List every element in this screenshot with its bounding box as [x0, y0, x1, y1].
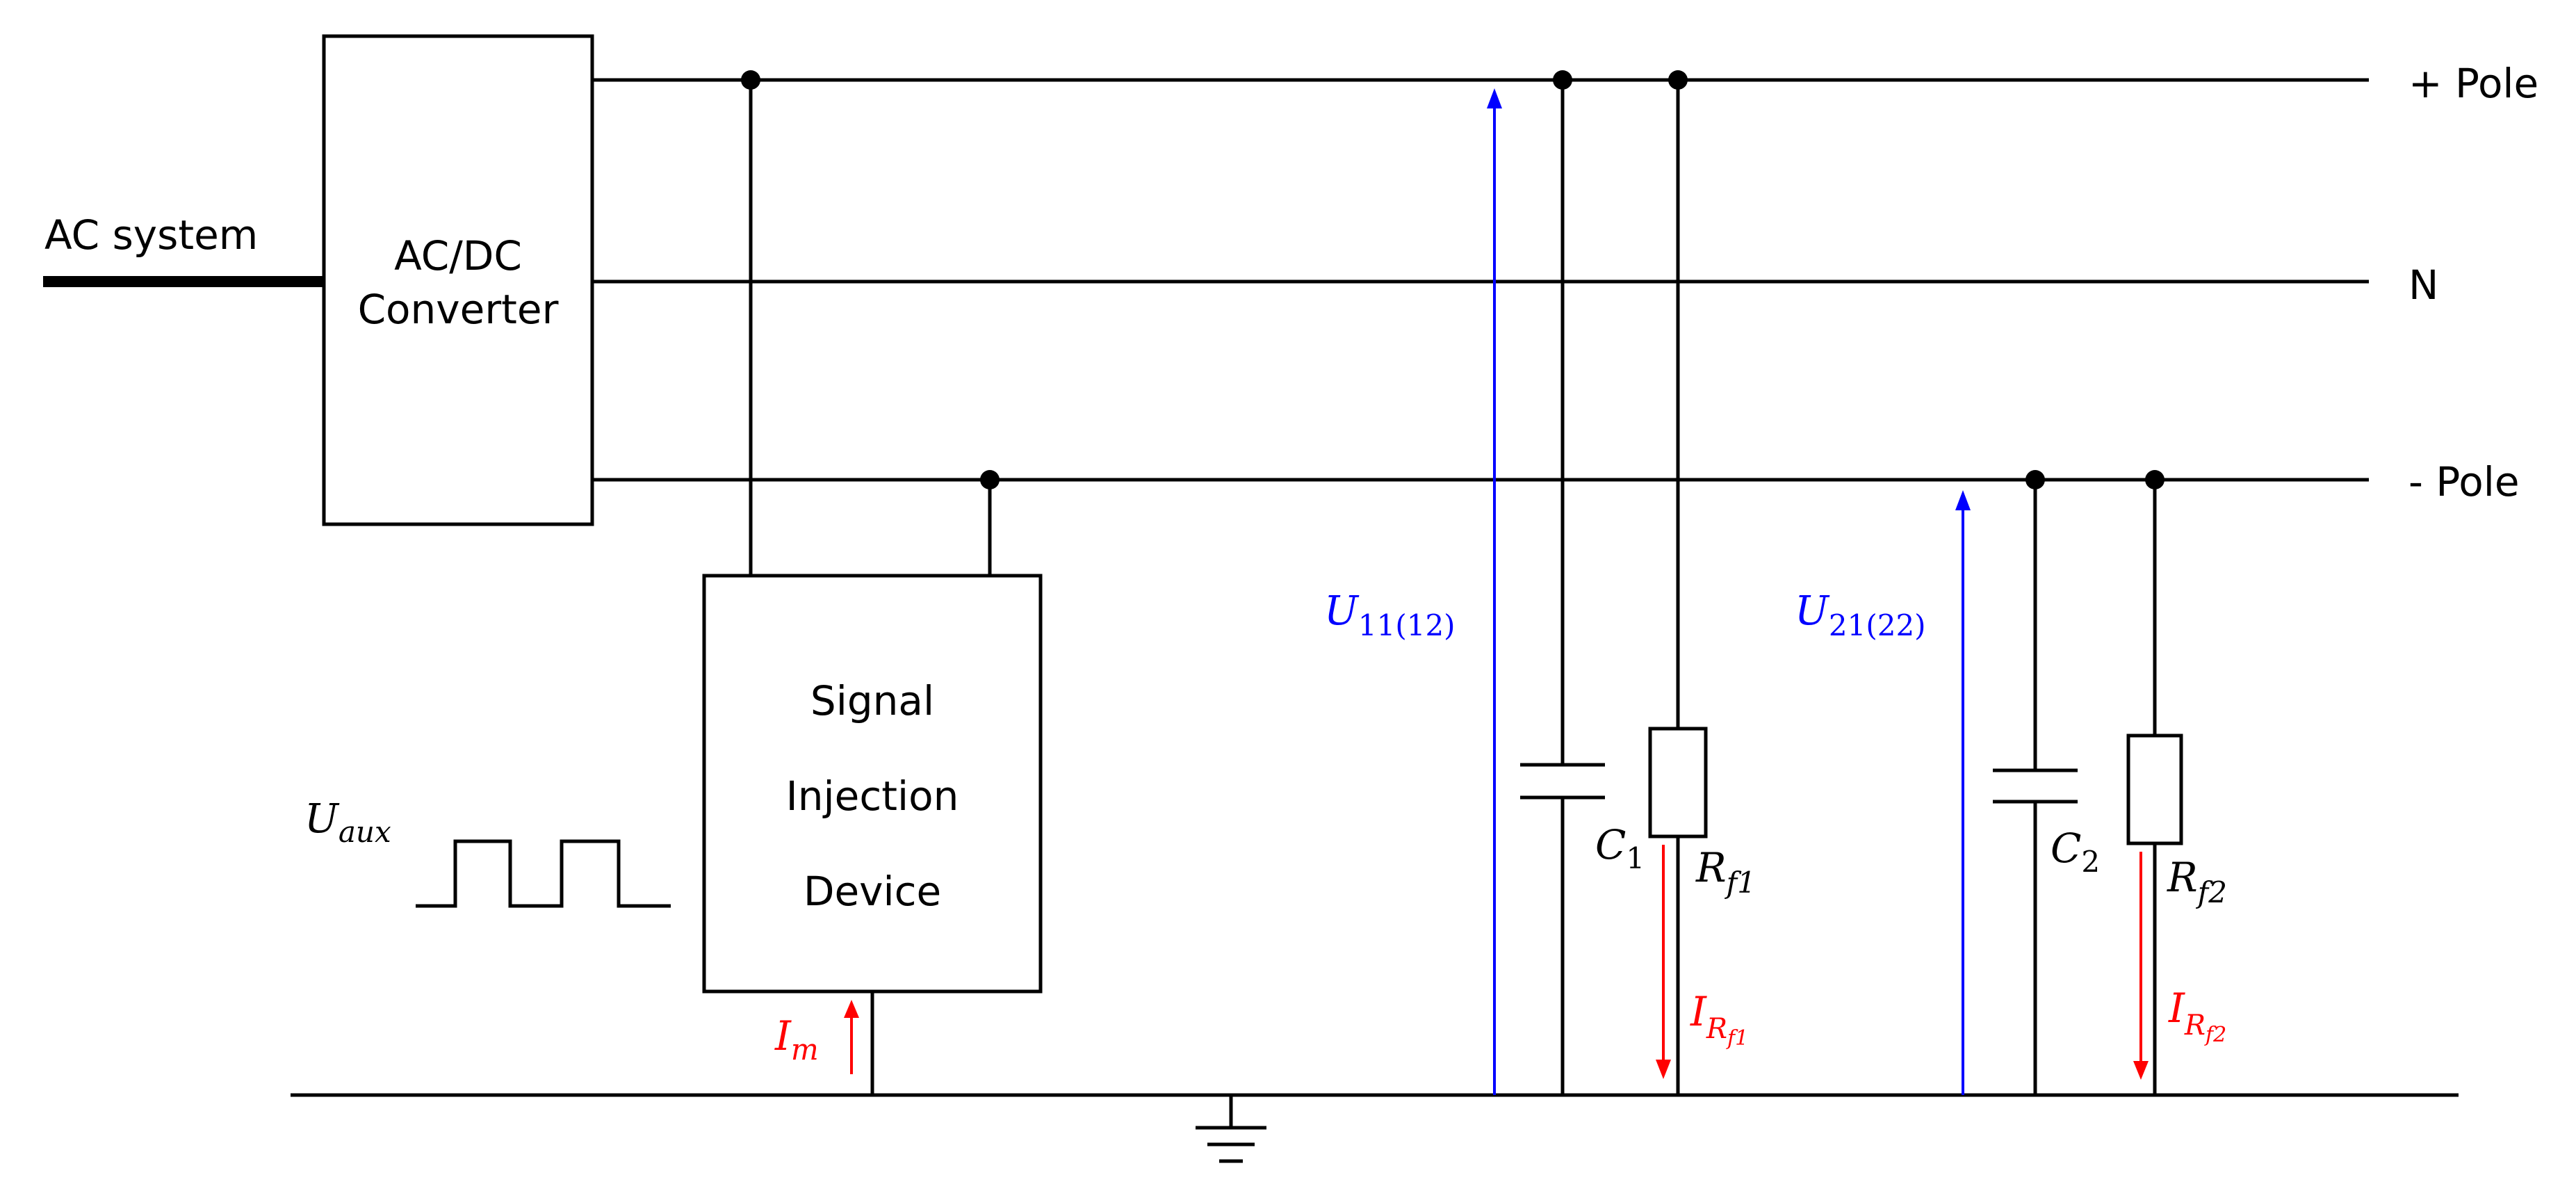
sid-label-line2: Injection — [786, 772, 959, 820]
u11-label: U11(12) — [1324, 587, 1456, 642]
arrowhead — [844, 1000, 859, 1018]
signal-injection-device-box — [702, 574, 1043, 994]
ac-system-label: AC system — [44, 211, 258, 259]
sid-label-line1: Signal — [810, 677, 934, 724]
ac-dc-converter-box — [322, 34, 594, 526]
im-label: Im — [774, 1012, 819, 1067]
minus-pole-label: - Pole — [2408, 458, 2520, 505]
junction-dot — [2025, 470, 2045, 489]
uaux-square-wave — [416, 839, 671, 908]
u21-label: U21(22) — [1795, 587, 1926, 642]
converter-label-line1: AC/DC — [394, 232, 522, 279]
arrowhead — [2133, 1061, 2149, 1080]
converter-label-line2: Converter — [358, 286, 559, 333]
junction-dot — [2145, 470, 2165, 489]
arrowhead — [1656, 1060, 1671, 1079]
arrowhead — [1955, 490, 1971, 510]
junction-dot — [1668, 70, 1688, 90]
rf2-label: Rf2 — [2167, 854, 2227, 909]
junction-dot — [741, 70, 760, 90]
rf2-resistor — [2126, 734, 2183, 845]
c2-label: C2 — [2051, 825, 2100, 879]
c1-label: C1 — [1595, 821, 1645, 875]
junction-dot — [1553, 70, 1572, 90]
irf1-label: IRf1 — [1690, 988, 1748, 1051]
neutral-label: N — [2408, 261, 2438, 309]
junction-dot — [980, 470, 1000, 489]
sid-label-line3: Device — [804, 868, 941, 915]
plus-pole-label: + Pole — [2408, 60, 2538, 107]
rf1-resistor — [1648, 727, 1708, 838]
irf2-label: IRf2 — [2168, 985, 2226, 1047]
arrowhead — [1487, 88, 1502, 108]
uaux-label: Uaux — [304, 795, 391, 849]
rf1-label: Rf1 — [1695, 844, 1756, 900]
